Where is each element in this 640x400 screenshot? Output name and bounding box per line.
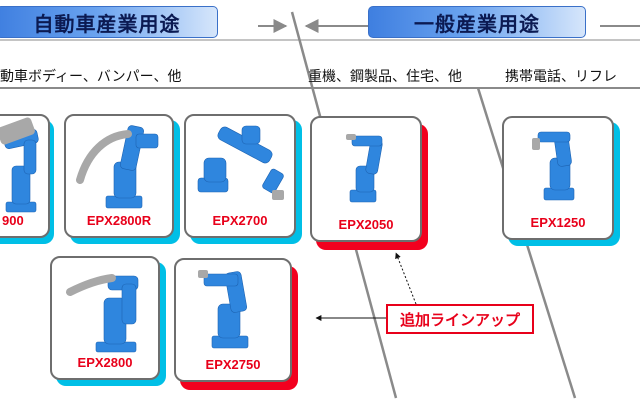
robot-label-epx2700: EPX2700 bbox=[212, 213, 268, 228]
robot-image-epx2800r bbox=[76, 125, 159, 209]
automotive-header: 自動車産業用途 bbox=[0, 6, 218, 38]
robot-label-epx2750: EPX2750 bbox=[205, 357, 261, 372]
robot-label-epx2800: EPX2800 bbox=[77, 355, 133, 370]
general-industry-header-title: 一般産業用途 bbox=[414, 11, 540, 36]
general-description: 重機、鋼製品、住宅、他 bbox=[308, 69, 462, 85]
robot-label-epx2900: 900 bbox=[2, 213, 24, 228]
robot-label-epx1250: EPX1250 bbox=[530, 215, 586, 230]
automotive-description: 動車ボディー、バンパー、他 bbox=[0, 69, 182, 85]
robot-image-epx2750 bbox=[198, 270, 249, 349]
electronics-description: 携帯電話、リフレ bbox=[505, 69, 617, 85]
robot-card-epx2800r[interactable]: EPX2800R bbox=[64, 114, 174, 238]
robot-card-epx1250[interactable]: EPX1250 bbox=[502, 116, 614, 240]
robot-image-epx2900 bbox=[0, 117, 39, 213]
robot-card-epx2900[interactable]: 900 bbox=[0, 114, 50, 238]
robot-card-epx2800[interactable]: EPX2800 bbox=[50, 256, 160, 380]
robot-image-epx2700 bbox=[197, 125, 284, 200]
general-industry-header: 一般産業用途 bbox=[368, 6, 586, 38]
callout-arrow-up bbox=[395, 252, 417, 305]
additional-lineup-text: 追加ラインアップ bbox=[399, 310, 520, 329]
robot-label-epx2050: EPX2050 bbox=[338, 217, 394, 232]
robot-image-epx2800 bbox=[66, 274, 139, 353]
additional-lineup-callout: 追加ラインアップ bbox=[386, 304, 534, 334]
robot-card-epx2050[interactable]: EPX2050 bbox=[310, 116, 422, 242]
robot-card-epx2750[interactable]: EPX2750 bbox=[174, 258, 292, 382]
robot-card-epx2700[interactable]: EPX2700 bbox=[184, 114, 296, 238]
robot-image-epx2050 bbox=[346, 134, 383, 203]
robot-image-epx1250 bbox=[532, 131, 575, 201]
automotive-header-title: 自動車産業用途 bbox=[33, 11, 181, 36]
robot-label-epx2800r: EPX2800R bbox=[86, 213, 152, 228]
